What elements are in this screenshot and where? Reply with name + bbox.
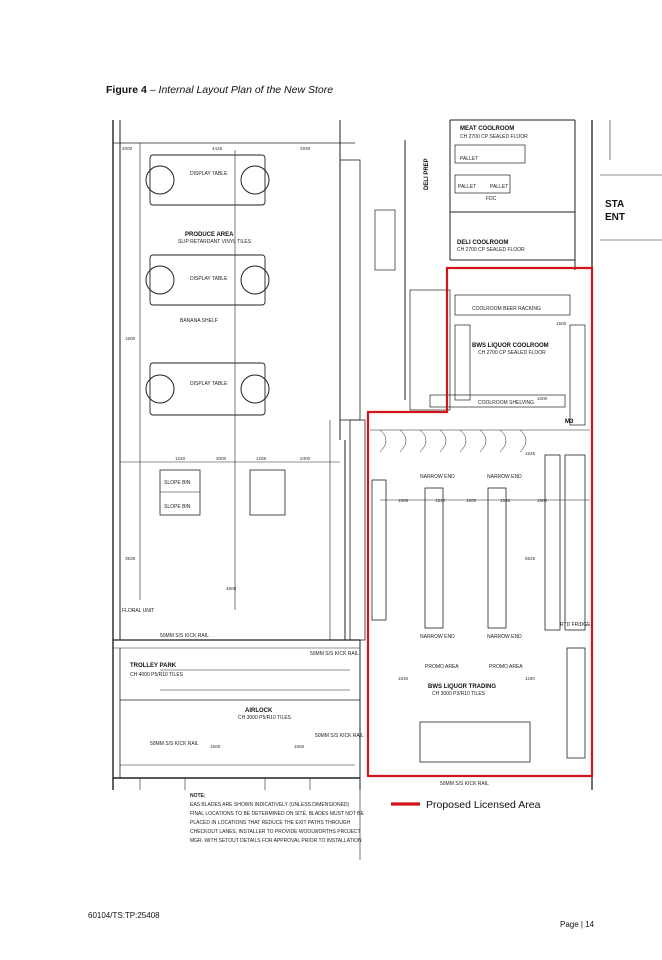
room-bws-trading-sub: CH 3000 P3/R10 TILES	[432, 691, 486, 697]
room-deli-prep: DELI PREP	[424, 158, 430, 190]
dim-20: 1545	[525, 451, 536, 456]
fixture-slope-bin-1: SLOPE BIN	[164, 480, 191, 486]
dim-4: 1500	[125, 336, 136, 341]
fixture-kick-rail-1: 50MM S/S KICK RAIL	[160, 633, 209, 639]
fixture-kick-rail-2: 50MM S/S KICK RAIL	[310, 651, 359, 657]
dim-15: 1660	[294, 744, 305, 749]
room-produce-sub: SLIP RETARDANT VINYL TILES	[178, 239, 252, 245]
fixture-slope-bin-2: SLOPE BIN	[164, 504, 191, 510]
dim-16: 3935	[125, 556, 136, 561]
fixture-promo-1: PROMO AREA	[425, 664, 459, 670]
dim-14: 1600	[210, 744, 221, 749]
note-line-5: MGR. WITH SETOUT DETAILS FOR APPROVAL PR…	[190, 838, 362, 844]
dim-21: 5545	[525, 556, 536, 561]
fixture-display-table-3: DISPLAY TABLE	[190, 381, 228, 387]
room-airlock: AIRLOCK	[245, 708, 273, 714]
dim-12: 1540	[500, 498, 511, 503]
legend-label: Proposed Licensed Area	[426, 799, 541, 811]
entry-label: ENT	[605, 212, 625, 223]
fixture-kick-rail-5: 50MM S/S KICK RAIL	[440, 781, 489, 787]
fixture-display-table-1: DISPLAY TABLE	[190, 171, 228, 177]
figure-caption: Internal Layout Plan of the New Store	[158, 84, 334, 96]
fixture-floral-unit: FLORAL UNIT	[122, 608, 154, 614]
dim-10: 1540	[435, 498, 446, 503]
figure-title: Figure 4 – Internal Layout Plan of the N…	[106, 84, 333, 96]
dim-2: 4425	[212, 146, 223, 151]
dim-19: 1500	[556, 321, 567, 326]
fixture-kick-rail-4: 50MM S/S KICK RAIL	[315, 733, 364, 739]
note-line-4: CHECKOUT LANES. INSTALLER TO PROVIDE WOO…	[190, 829, 361, 835]
room-trolley-park: TROLLEY PARK	[130, 663, 177, 669]
legend: Proposed Licensed Area	[391, 799, 541, 811]
note-line-2: FINAL LOCATIONS TO BE DETERMINED ON SITE…	[190, 811, 364, 817]
fixture-narrow-end-4: NARROW END	[487, 634, 522, 640]
page-number: Page | 14	[560, 920, 595, 929]
document-reference: 60104/TS:TP:25408	[88, 911, 160, 920]
dim-8: 2400	[300, 456, 311, 461]
dim-9: 1595	[398, 498, 409, 503]
fixture-narrow-end-2: NARROW END	[487, 474, 522, 480]
fixture-fdc: FDC	[486, 196, 497, 202]
fixture-promo-2: PROMO AREA	[489, 664, 523, 670]
room-bws-cool-sub: CH 2700 CP SEALED FLOOR	[478, 350, 546, 356]
fixture-coolroom-shelving: COOLROOM SHELVING	[478, 400, 534, 406]
fixture-m3: M3	[565, 419, 574, 425]
figure-separator: –	[146, 84, 159, 96]
fixture-narrow-end-1: NARROW END	[420, 474, 455, 480]
dim-3: 2930	[300, 146, 311, 151]
dim-13: 1800	[537, 498, 548, 503]
room-deli-sub: CH 2700 CP SEALED FLOOR	[457, 247, 525, 253]
fixture-banana-shelf: BANANA SHELF	[180, 318, 218, 324]
dim-5: 1240	[175, 456, 186, 461]
fixture-rtd-fridge: RTD FRIDGE	[560, 622, 591, 628]
stair-label: STA	[605, 199, 624, 210]
licensed-area-boundary	[366, 266, 594, 778]
fixture-pallet-1: PALLET	[460, 156, 478, 162]
room-produce: PRODUCE AREA	[185, 232, 234, 238]
dim-11: 1500	[466, 498, 477, 503]
note-line-3: PLACED IN LOCATIONS THAT REDUCE THE EXIT…	[190, 820, 351, 826]
fixture-coolroom-racking: COOLROOM BEER RACKING	[472, 306, 541, 312]
dim-7: 1265	[256, 456, 267, 461]
floor-plan: MEAT COOLROOM CH 2700 CP SEALED FLOOR DE…	[112, 119, 662, 860]
fixture-narrow-end-3: NARROW END	[420, 634, 455, 640]
fixture-pallet-3: PALLET	[490, 184, 508, 190]
dim-6: 2000	[216, 456, 227, 461]
dim-22: 1190	[525, 676, 535, 681]
note-line-1: EAS BLADES ARE SHOWN INDICATIVELY (UNLES…	[190, 802, 350, 808]
room-airlock-sub: CH 3000 P5/R10 TILES	[238, 715, 292, 721]
room-meat-coolroom: MEAT COOLROOM	[460, 126, 514, 132]
dim-17: 4500	[226, 586, 237, 591]
figure-label: Figure 4	[106, 84, 147, 96]
room-meat-sub: CH 2700 CP SEALED FLOOR	[460, 134, 528, 140]
note-title: NOTE:	[190, 793, 206, 799]
room-trolley-sub: CH 4000 P5/R10 TILES	[130, 672, 184, 678]
room-bws-trading: BWS LIQUOR TRADING	[428, 684, 496, 690]
dim-23: 1640	[398, 676, 409, 681]
fixture-display-table-2: DISPLAY TABLE	[190, 276, 228, 282]
room-deli-coolroom: DELI COOLROOM	[457, 240, 508, 246]
fixture-kick-rail-3: 50MM S/S KICK RAIL	[150, 741, 199, 747]
fixture-pallet-2: PALLET	[458, 184, 476, 190]
dim-1: 2000	[122, 146, 133, 151]
dim-18: 1000	[537, 396, 548, 401]
room-bws-coolroom: BWS LIQUOR COOLROOM	[472, 343, 549, 349]
